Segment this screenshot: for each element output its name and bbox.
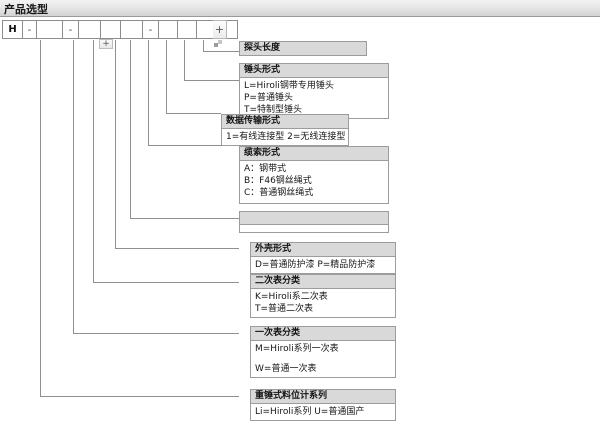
callout-line: W=普通一次表 [255, 364, 317, 374]
callout-body: M=Hiroli系列一次表 W=普通一次表 [251, 341, 395, 377]
code-cell-5[interactable] [101, 21, 121, 38]
callout-header: 缆索形式 [240, 147, 388, 161]
callout-probe-length[interactable]: 探头长度 [239, 41, 367, 56]
connector-hline [148, 145, 239, 146]
callout-body: Li=Hiroli系列 U=普通国产 [251, 404, 395, 420]
connector-hline [93, 282, 239, 283]
connector-vline [73, 40, 74, 333]
callout-line: L=Hiroli钢带专用锤头 [244, 81, 334, 91]
connector-hline [115, 248, 239, 249]
callout-line: M=Hiroli系列一次表 [255, 344, 339, 354]
callout-header: 探头长度 [240, 42, 366, 55]
resize-grip-icon[interactable] [214, 40, 225, 50]
product-code-strip[interactable]: H--- [2, 20, 238, 39]
callout-line: B：F46钢丝绳式 [244, 176, 312, 186]
add-code-cell-button[interactable]: + [213, 20, 227, 39]
callout-line: C：普通钢丝绳式 [244, 188, 314, 198]
page-title: 产品选型 [4, 3, 48, 16]
callout-line: D=普通防护漆 P=精品防护漆 [255, 260, 376, 270]
callout-line: Li=Hiroli系列 U=普通国产 [255, 407, 365, 417]
callout-housing-type[interactable]: 外壳形式 D=普通防护漆 P=精品防护漆 [250, 242, 396, 274]
connector-hline [184, 80, 239, 81]
callout-line: T=特制型锤头 [244, 105, 303, 115]
code-cell-8[interactable] [159, 21, 178, 38]
code-cell-9[interactable] [178, 21, 197, 38]
callout-header: 锤头形式 [240, 64, 388, 78]
callout-header: 外壳形式 [251, 243, 395, 257]
code-cell-3[interactable]: - [63, 21, 79, 38]
callout-blank-option[interactable] [239, 211, 389, 233]
expand-code-button[interactable]: + [99, 39, 113, 49]
callout-cable-type[interactable]: 缆索形式 A：钢带式 B：F46钢丝绳式 C：普通钢丝绳式 [239, 146, 389, 204]
window-title-bar: 产品选型 [0, 0, 600, 17]
callout-body: A：钢带式 B：F46钢丝绳式 C：普通钢丝绳式 [240, 161, 388, 201]
callout-line: K=Hiroli系二次表 [255, 292, 328, 302]
code-cell-4[interactable] [79, 21, 101, 38]
connector-vline [93, 40, 94, 282]
callout-line: A：钢带式 [244, 164, 287, 174]
connector-hline [40, 396, 239, 397]
connector-vline [115, 40, 116, 248]
callout-header: 重锤式料位计系列 [251, 390, 395, 404]
code-cell-1[interactable]: - [23, 21, 37, 38]
callout-line: P=普通锤头 [244, 93, 293, 103]
connector-vline [166, 40, 167, 113]
callout-hammer-head-type[interactable]: 锤头形式 L=Hiroli钢带专用锤头 P=普通锤头 T=特制型锤头 [239, 63, 389, 119]
code-cell-2[interactable] [37, 21, 63, 38]
callout-header: 二次表分类 [251, 275, 395, 289]
connector-hline [130, 218, 239, 219]
callout-header [240, 212, 388, 225]
connector-hline [203, 51, 239, 52]
connector-vline [40, 40, 41, 396]
code-cell-6[interactable] [121, 21, 143, 38]
callout-body: 1=有线连接型 2=无线连接型 [222, 129, 348, 145]
connector-vline [148, 40, 149, 145]
code-cell-0[interactable]: H [3, 21, 23, 38]
callout-primary-meter-class[interactable]: 一次表分类 M=Hiroli系列一次表 W=普通一次表 [250, 326, 396, 378]
connector-vline [203, 40, 204, 51]
code-cell-7[interactable]: - [143, 21, 159, 38]
callout-body: L=Hiroli钢带专用锤头 P=普通锤头 T=特制型锤头 [240, 78, 388, 118]
callout-header: 数据传输形式 [222, 115, 348, 129]
callout-header: 一次表分类 [251, 327, 395, 341]
callout-line-spacer [255, 355, 391, 363]
callout-body: K=Hiroli系二次表 T=普通二次表 [251, 289, 395, 317]
callout-body [240, 225, 388, 229]
callout-secondary-meter-class[interactable]: 二次表分类 K=Hiroli系二次表 T=普通二次表 [250, 274, 396, 318]
connector-vline [184, 40, 185, 80]
callout-body: D=普通防护漆 P=精品防护漆 [251, 257, 395, 273]
connector-hline [73, 333, 239, 334]
callout-weight-level-gauge-series[interactable]: 重锤式料位计系列 Li=Hiroli系列 U=普通国产 [250, 389, 396, 421]
callout-line: T=普通二次表 [255, 304, 314, 314]
connector-vline [130, 40, 131, 218]
connector-hline [166, 113, 221, 114]
callout-line: 1=有线连接型 2=无线连接型 [226, 132, 346, 142]
callout-data-transmission-type[interactable]: 数据传输形式 1=有线连接型 2=无线连接型 [221, 114, 349, 146]
